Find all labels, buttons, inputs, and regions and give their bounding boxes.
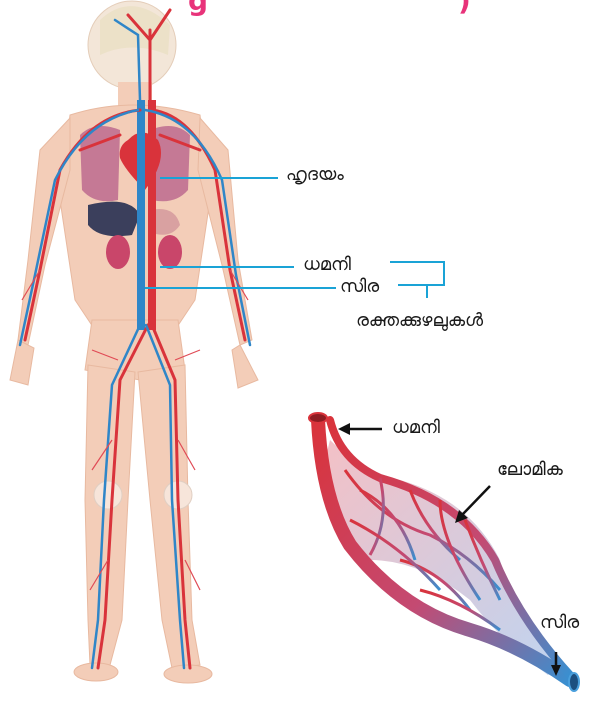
label-heart: ഹൃദയം [286, 164, 344, 185]
label-blood-vessels: രക്തക്കുഴലുകൾ [356, 310, 483, 331]
label-capillary: ലോമിക [497, 459, 563, 480]
label-vessel-vein: സിര [540, 612, 579, 633]
label-artery: ധമനി [303, 254, 351, 275]
vessel-closeup [309, 413, 579, 691]
label-vessel-artery: ധമനി [392, 417, 440, 438]
label-vein: സിര [340, 276, 379, 297]
human-body-figure [10, 1, 258, 683]
